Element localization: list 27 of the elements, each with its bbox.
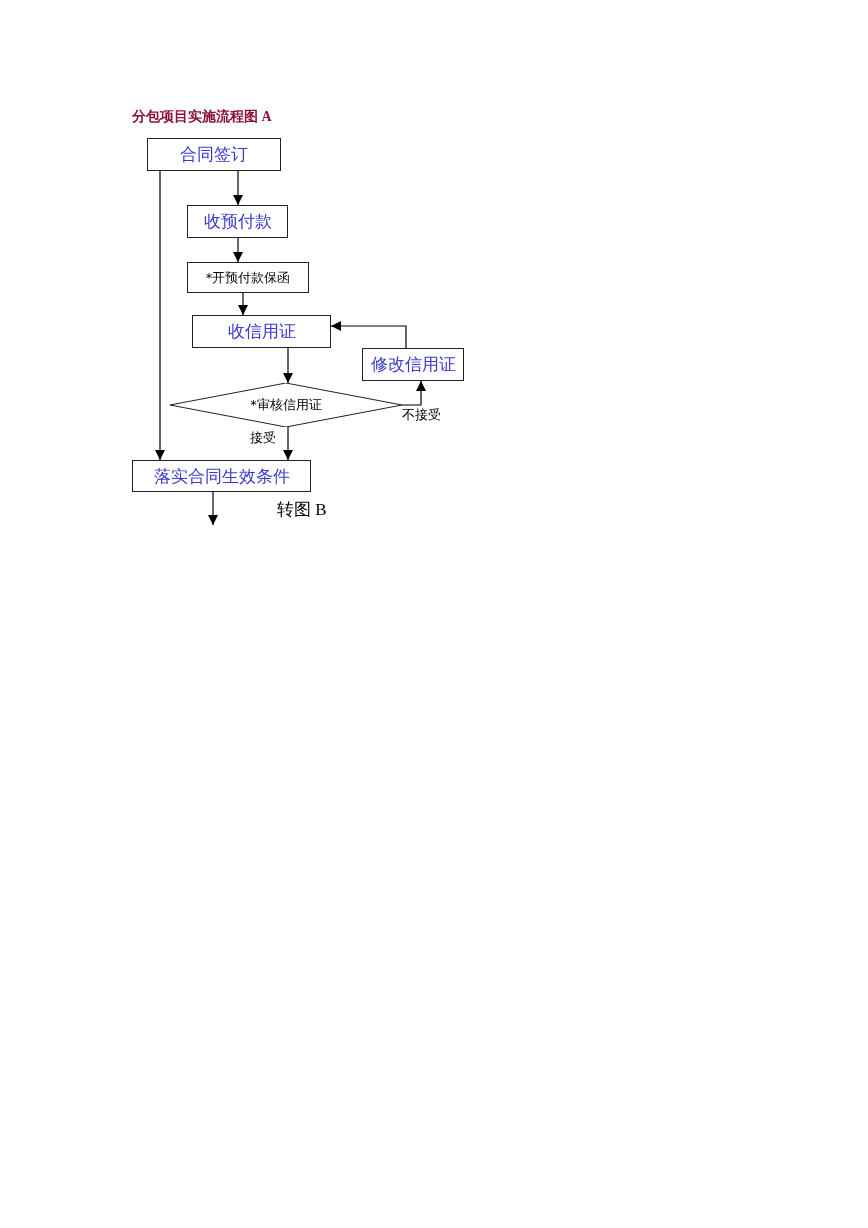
arrow xyxy=(155,170,165,461)
process-box xyxy=(147,138,281,171)
arrow xyxy=(238,292,248,316)
arrow xyxy=(401,380,426,406)
edge-label: 不接受 xyxy=(402,408,441,423)
edge-label: 接受 xyxy=(250,431,276,446)
node-label: 合同签订 xyxy=(180,143,248,166)
node-label: *审核信用证 xyxy=(250,396,322,414)
node-label: 收信用证 xyxy=(227,320,296,343)
arrow xyxy=(208,491,218,526)
process-box xyxy=(132,460,311,492)
process-box xyxy=(362,348,464,381)
arrow xyxy=(233,237,243,263)
arrow xyxy=(233,170,243,206)
decision-diamond xyxy=(170,383,402,427)
diagram-title: 分包项目实施流程图 A xyxy=(132,108,272,126)
node-label: *开预付款保函 xyxy=(205,268,291,287)
process-box xyxy=(187,205,288,238)
arrow xyxy=(330,321,407,349)
node-label: 落实合同生效条件 xyxy=(153,464,290,488)
arrow xyxy=(283,347,293,384)
process-box xyxy=(192,315,331,348)
process-box xyxy=(187,262,309,293)
note-text: 转图 B xyxy=(277,501,327,520)
node-label: 修改信用证 xyxy=(370,353,456,376)
arrow xyxy=(283,426,293,461)
node-label: 收预付款 xyxy=(203,210,272,233)
